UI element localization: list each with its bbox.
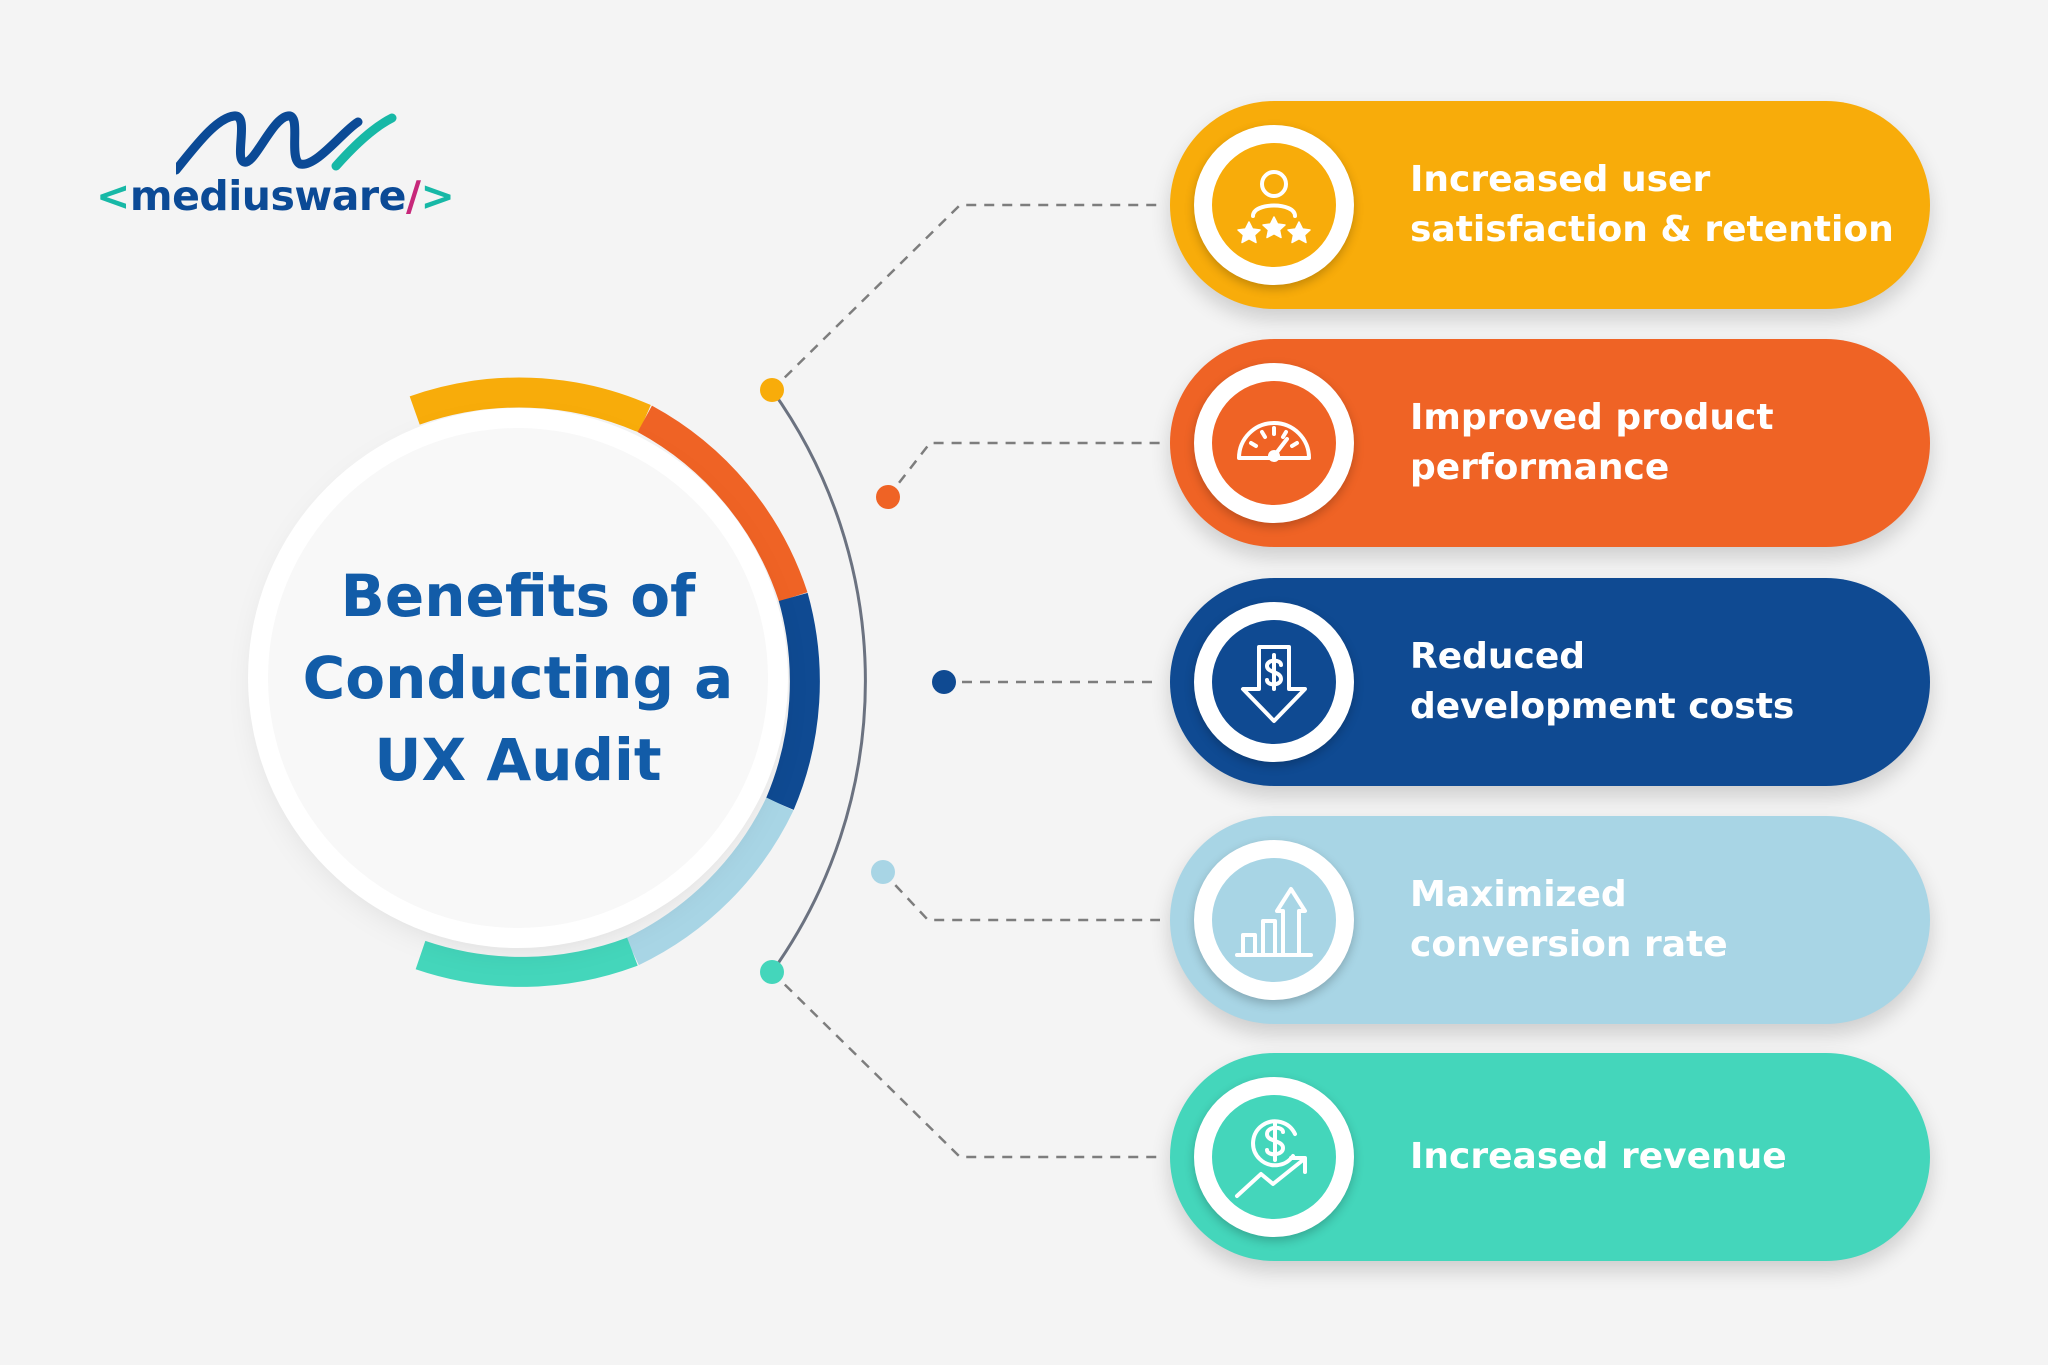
- icon-ring: [1194, 840, 1354, 1000]
- benefit-card-revenue: Increased revenue: [1170, 1053, 1930, 1261]
- connector-line-2: [887, 441, 1160, 498]
- benefit-label: Increased revenue: [1410, 1136, 1787, 1177]
- icon-ring: [1194, 363, 1354, 523]
- cost-down-arrow-icon: [1212, 620, 1336, 744]
- connector-dots: [760, 378, 956, 984]
- speedometer-icon: [1212, 381, 1336, 505]
- connector-dot-navy: [932, 670, 956, 694]
- connector-line-1: [771, 203, 1160, 391]
- dashed-connectors: [771, 203, 1160, 1159]
- connector-line-4: [882, 871, 1160, 922]
- logo-slash: /: [405, 172, 421, 220]
- ring-segment-navy: [766, 592, 820, 810]
- logo-name: mediusware: [129, 172, 407, 220]
- connector-dot-teal: [760, 960, 784, 984]
- logo-bracket-close: >: [420, 172, 455, 220]
- icon-ring: [1194, 1077, 1354, 1237]
- connector-arc: [770, 389, 867, 973]
- title-circle: Benefits of Conducting a UX Audit: [268, 428, 768, 928]
- benefit-card-development-costs: Reduced development costs: [1170, 578, 1930, 786]
- benefit-label: Increased user satisfaction & retention: [1410, 159, 1894, 250]
- benefit-label: Reduced development costs: [1410, 636, 1795, 727]
- benefit-card-product-performance: Improved product performance: [1170, 339, 1930, 547]
- ring-segment-lightblue: [625, 797, 794, 966]
- user-rating-icon: [1212, 143, 1336, 267]
- ring-segment-yellow: [409, 377, 651, 433]
- benefit-card-user-satisfaction: Increased user satisfaction & retention: [1170, 101, 1930, 309]
- logo-wordmark: <mediusware/>: [96, 172, 455, 220]
- icon-ring: [1194, 602, 1354, 762]
- connector-dot-lightblue: [871, 860, 895, 884]
- connector-dot-orange: [876, 485, 900, 509]
- ring-segment-orange: [637, 405, 808, 602]
- benefit-label: Maximized conversion rate: [1410, 874, 1728, 965]
- mediusware-logo: <mediusware/>: [96, 108, 456, 238]
- benefit-card-conversion-rate: Maximized conversion rate: [1170, 816, 1930, 1024]
- logo-bracket-open: <: [96, 172, 130, 220]
- logo-wave-mark: [176, 111, 397, 175]
- growth-chart-icon: [1212, 858, 1336, 982]
- connector-dot-yellow: [760, 378, 784, 402]
- connector-line-5: [771, 971, 1160, 1159]
- outer-ring: [409, 377, 820, 987]
- page-title: Benefits of Conducting a UX Audit: [302, 562, 734, 794]
- benefit-label: Improved product performance: [1410, 397, 1774, 488]
- icon-ring: [1194, 125, 1354, 285]
- revenue-growth-icon: [1212, 1095, 1336, 1219]
- ring-segment-teal: [415, 937, 638, 987]
